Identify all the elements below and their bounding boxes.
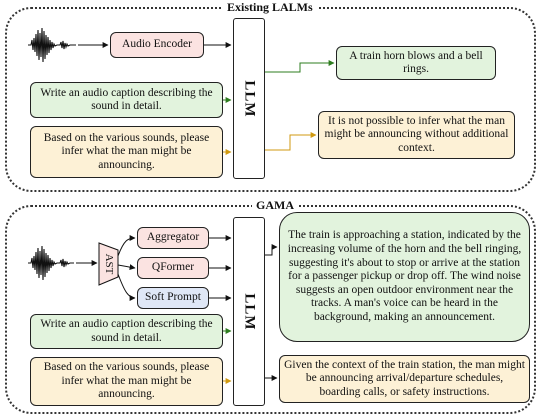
gama-title: GAMA — [252, 198, 298, 212]
top-infer-output: It is not possible to infer what the man… — [318, 111, 515, 159]
gama-infer-output: Given the context of the train station, … — [279, 355, 530, 403]
gama-caption-prompt: Write an audio caption describing the so… — [30, 314, 223, 349]
top-llm-label: LLM — [241, 79, 258, 118]
audio-encoder-box: Audio Encoder — [110, 32, 204, 58]
top-caption-prompt: Write an audio caption describing the so… — [30, 82, 223, 118]
ast-label: AST — [102, 253, 115, 275]
top-llm-block: LLM — [233, 18, 265, 179]
existing-lalms-title: Existing LALMs — [223, 0, 317, 14]
aggregator-box: Aggregator — [137, 227, 209, 249]
top-infer-prompt: Based on the various sounds, please infe… — [30, 126, 223, 178]
gama-infer-prompt: Based on the various sounds, please infe… — [30, 357, 223, 406]
gama-llm-block: LLM — [233, 217, 265, 406]
soft-prompt-box: Soft Prompt — [137, 287, 209, 309]
ast-encoder: AST — [99, 243, 118, 285]
top-caption-output: A train horn blows and a bell rings. — [336, 46, 496, 80]
gama-caption-output: The train is approaching a station, indi… — [279, 212, 530, 342]
qformer-box: QFormer — [137, 257, 209, 279]
gama-llm-label: LLM — [241, 292, 258, 331]
